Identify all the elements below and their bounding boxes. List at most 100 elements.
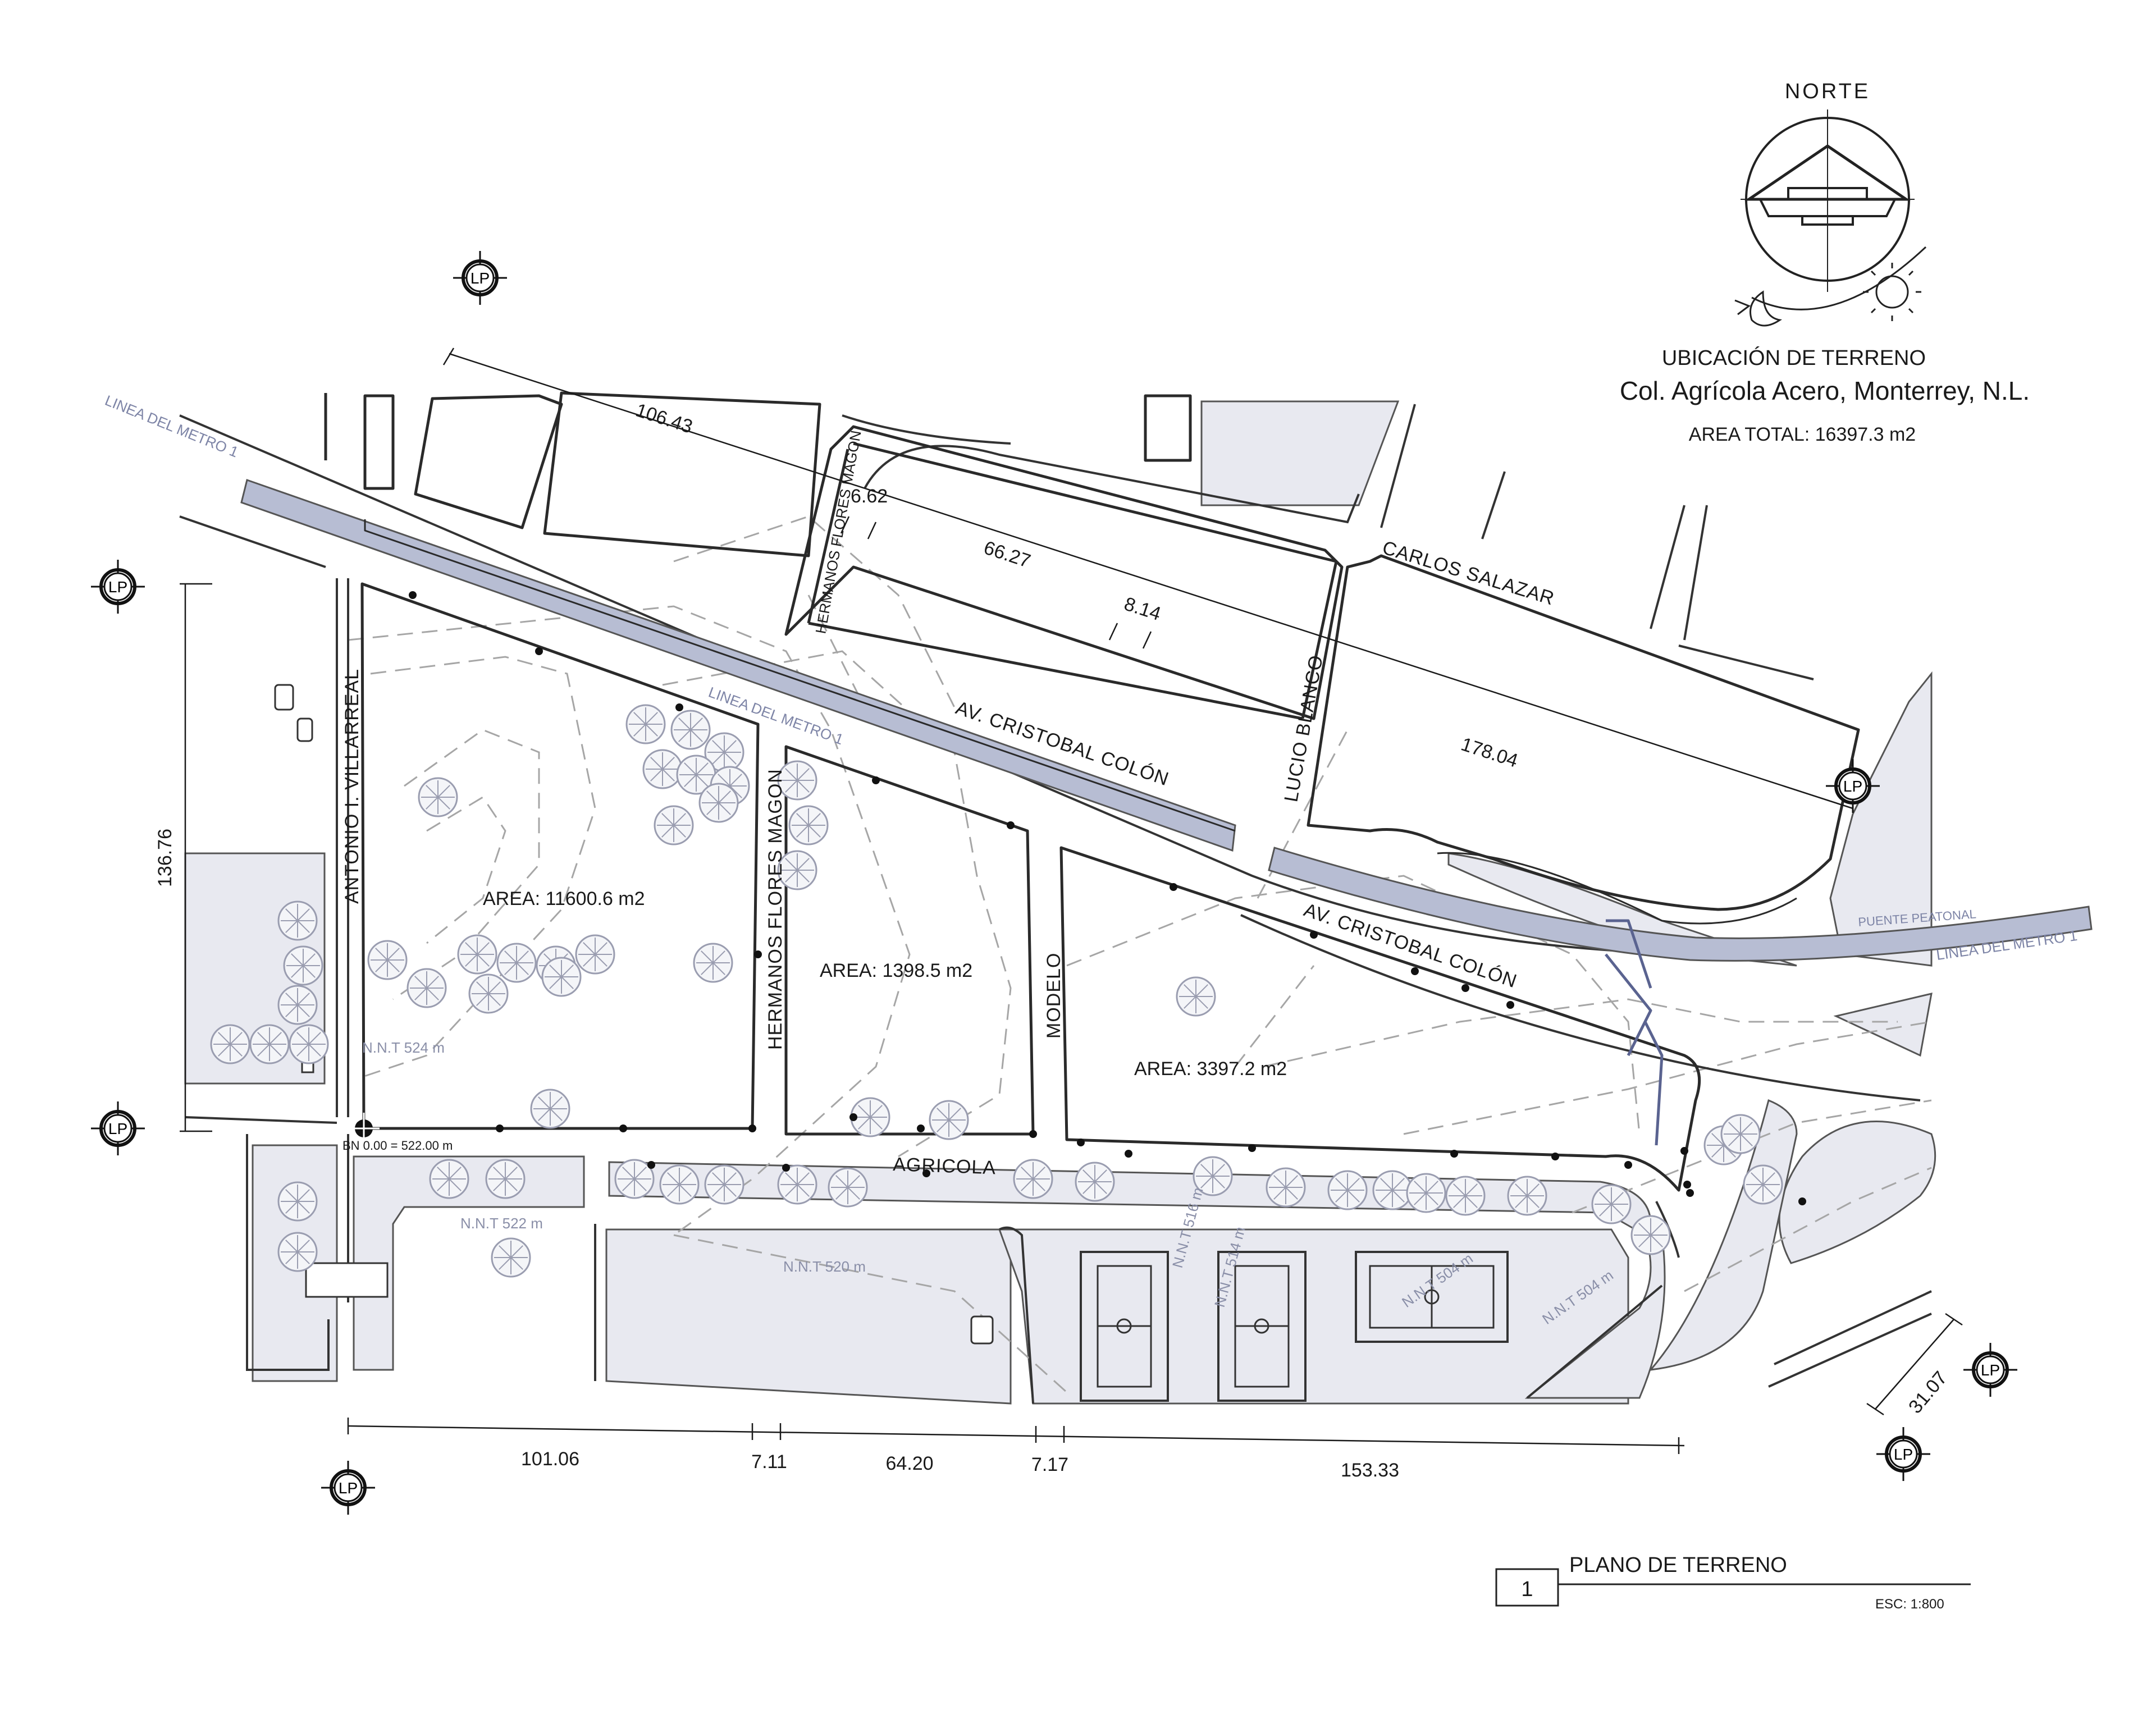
lp-label: LP (339, 1479, 358, 1497)
area-label-2: AREA: 1398.5 m2 (820, 960, 972, 981)
location-subtitle: Col. Agrícola Acero, Monterrey, N.L. (1620, 376, 2030, 405)
survey-point (1686, 1189, 1694, 1197)
tree-icon (575, 934, 615, 975)
small-building (970, 1315, 994, 1345)
survey-point (917, 1124, 925, 1132)
dim-6-62: 6.62 (851, 486, 888, 507)
contour-lines (348, 515, 1932, 1393)
tree-icon (418, 777, 458, 817)
sun-path-arc (1751, 246, 1927, 310)
zone-southeast (1524, 1222, 1666, 1399)
survey-point (619, 1124, 627, 1132)
survey-point (1411, 967, 1419, 975)
survey-point (1170, 883, 1177, 891)
survey-point (1551, 1153, 1559, 1160)
soccer-field-3 (1355, 1251, 1509, 1343)
tree-icon (277, 1181, 318, 1222)
zone-south-field (605, 1228, 1012, 1405)
metro-band-segment-1 (240, 479, 1236, 852)
title-block (1495, 1568, 1971, 1607)
survey-point (1077, 1139, 1085, 1146)
lp-label: LP (1894, 1446, 1913, 1463)
survey-point (1125, 1150, 1132, 1158)
zone-northeast-corner (1200, 400, 1400, 506)
survey-points (348, 591, 1806, 1205)
level-nnt-520: N.N.T 520 m (783, 1258, 866, 1275)
location-title: UBICACIÓN DE TERRENO (1662, 346, 1926, 370)
level-nnt-522: N.N.T 522 m (460, 1215, 543, 1232)
survey-point (922, 1169, 930, 1177)
tree-icon (1591, 1184, 1632, 1224)
north-parcels (807, 442, 1860, 925)
plan-title: PLANO DE TERRENO (1569, 1553, 1787, 1577)
tree-icon (367, 940, 408, 980)
tree-icon (429, 1159, 469, 1199)
zone-island-east (1778, 1121, 1936, 1264)
zone-east (1829, 671, 1933, 967)
tree-icon (541, 957, 582, 997)
tree-icon (530, 1089, 570, 1129)
street-antonio-villarreal: ANTONIO I. VILLARREAL (341, 669, 363, 904)
survey-point (1680, 1147, 1688, 1155)
tree-icon (1507, 1176, 1547, 1216)
soccer-field-2 (1217, 1251, 1307, 1402)
survey-point (1461, 984, 1469, 992)
survey-point (1248, 1144, 1256, 1152)
tree-icon (289, 1024, 329, 1064)
zone-triangle-east (1833, 993, 1933, 1057)
title-number: 1 (1521, 1578, 1533, 1601)
survey-point (409, 591, 417, 599)
metro-line (240, 479, 2093, 962)
lp-marker-icon: LP (1876, 1427, 1930, 1481)
city-blocks (324, 391, 1344, 720)
dim-153-33: 153.33 (1341, 1460, 1399, 1481)
lp-label: LP (108, 578, 127, 596)
tree-icon (704, 732, 744, 772)
labels: NORTE UBICACIÓN DE TERRENO Col. Agrícola… (103, 80, 2079, 1612)
dim-136-76: 136.76 (154, 829, 176, 887)
lp-marker-icon: LP (1963, 1343, 2017, 1397)
street-carlos-salazar: CARLOS SALAZAR (1380, 537, 1557, 609)
bench-mark-icon (348, 1113, 380, 1144)
tree-icon (277, 985, 318, 1025)
tree-icon (491, 1237, 531, 1278)
tree-icon (283, 945, 323, 986)
crosswalk (305, 1262, 389, 1298)
tree-icon (249, 1024, 290, 1064)
lp-marker-icon: LP (91, 1101, 145, 1155)
tree-icon (496, 943, 537, 983)
survey-point (496, 1124, 504, 1132)
tree-icon (670, 710, 711, 750)
tree-icon (468, 973, 509, 1014)
tree-icon (929, 1100, 969, 1140)
tree-icon (642, 749, 683, 789)
dim-7-17: 7.17 (1031, 1454, 1068, 1475)
north-label: NORTE (1785, 80, 1870, 103)
dim-178-04: 178.04 (1459, 733, 1521, 771)
survey-point (748, 1124, 756, 1132)
dim-8-14: 8.14 (1122, 593, 1164, 625)
zone-south-center (998, 1228, 1629, 1405)
tree-icon (277, 900, 318, 941)
survey-point (535, 647, 543, 655)
survey-point (1029, 1130, 1037, 1138)
area-label-3: AREA: 3397.2 m2 (1134, 1058, 1287, 1080)
dim-66-27: 66.27 (981, 537, 1034, 572)
tree-icon (1193, 1156, 1233, 1196)
tree-icon (1406, 1173, 1446, 1213)
survey-point (1007, 821, 1015, 829)
tree-icon (659, 1164, 700, 1205)
level-nnt-524: N.N.T 524 m (362, 1039, 445, 1056)
survey-point (1450, 1150, 1458, 1158)
tree-icon (777, 1164, 817, 1205)
dim-101-06: 101.06 (521, 1448, 579, 1470)
tree-icon (1075, 1162, 1115, 1202)
survey-point (754, 950, 762, 958)
parcel-3 (1059, 846, 1701, 1192)
sun-icon (1863, 263, 1921, 321)
street-hermanos-flores-magon: HERMANOS FLORES MAGON (765, 769, 786, 1050)
tree-icon (1327, 1170, 1368, 1210)
lp-label: LP (1843, 778, 1862, 795)
survey-point (675, 703, 683, 711)
